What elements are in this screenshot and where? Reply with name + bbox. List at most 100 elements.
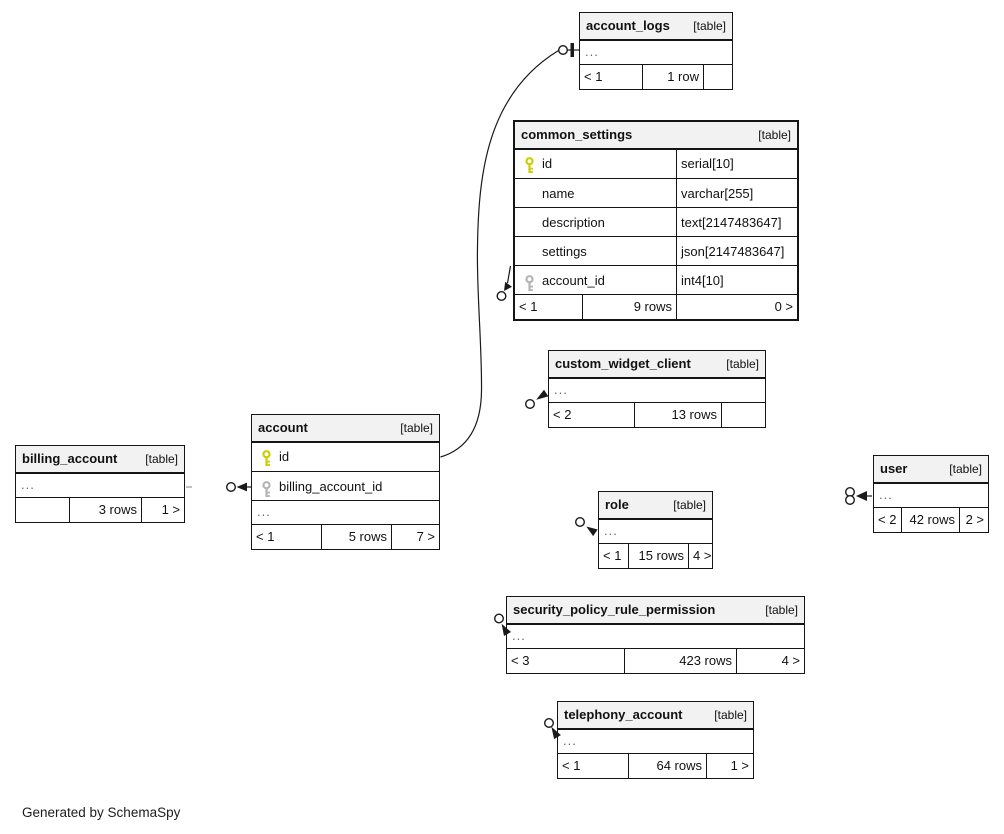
zero-circle-account-logs: [558, 45, 569, 56]
column-type: varchar[255]: [676, 179, 753, 207]
footer-row-count: 3 rows: [69, 498, 141, 522]
zero-circle-role: [575, 517, 586, 528]
table-telephony-account[interactable]: telephony_account [table] ... < 1 64 row…: [557, 701, 754, 779]
table-columns: ...: [549, 379, 765, 402]
table-footer: < 1 5 rows 7 >: [252, 524, 439, 549]
arrowhead-billing-account-to-account: [236, 482, 247, 492]
footer-parents-count: [721, 403, 765, 427]
column-name: name: [542, 186, 575, 201]
zero-circle-common-settings: [496, 291, 507, 302]
table-footer: < 1 9 rows 0 >: [515, 294, 797, 319]
table-header[interactable]: telephony_account [table]: [558, 702, 753, 730]
table-columns: ...: [16, 474, 184, 497]
table-header[interactable]: account_logs [table]: [580, 13, 732, 41]
connector-line-common-settings: [506, 265, 512, 284]
footer-row-count: 5 rows: [321, 525, 391, 549]
footer-children-count: [16, 498, 69, 522]
table-header[interactable]: billing_account [table]: [16, 446, 184, 474]
table-security-policy-rule-permission[interactable]: security_policy_rule_permission [table] …: [506, 596, 805, 674]
footer-row-count: 42 rows: [901, 508, 959, 532]
table-tag: [table]: [693, 19, 726, 33]
table-role[interactable]: role [table] ... < 1 15 rows 4 >: [598, 491, 713, 569]
table-name: common_settings: [521, 127, 633, 142]
ellipsis-row: ...: [512, 628, 526, 643]
table-columns: ...: [507, 625, 804, 648]
zero-circle-security-policy: [494, 613, 505, 624]
footer-children-count: < 2: [553, 407, 572, 422]
arrowhead-user: [856, 491, 867, 501]
footer-children-count: < 1: [562, 758, 581, 773]
footer-row-count: 1 row: [642, 65, 703, 89]
column-type: int4[10]: [676, 266, 724, 294]
ellipsis-row: ...: [252, 500, 439, 524]
footer-row-count: 13 rows: [634, 403, 721, 427]
table-tag: [table]: [758, 128, 791, 142]
table-custom-widget-client[interactable]: custom_widget_client [table] ... < 2 13 …: [548, 350, 766, 428]
footer-parents-count: 4 >: [736, 649, 804, 673]
ellipsis-row: ...: [585, 44, 599, 59]
column-row-name: name varchar[255]: [515, 178, 797, 207]
footer-children-count: < 1: [519, 299, 538, 314]
table-header[interactable]: user [table]: [874, 456, 988, 484]
table-tag: [table]: [673, 498, 706, 512]
table-header[interactable]: role [table]: [599, 492, 712, 520]
arrowhead-role: [586, 526, 598, 537]
ellipsis-row: ...: [563, 733, 577, 748]
footer-parents-count: 1 >: [141, 498, 184, 522]
arrowhead-custom-widget-client: [536, 389, 549, 400]
column-name: billing_account_id: [279, 479, 383, 494]
primary-key-icon: [261, 449, 272, 466]
table-tag: [table]: [949, 462, 982, 476]
table-header[interactable]: security_policy_rule_permission [table]: [507, 597, 804, 625]
table-header[interactable]: common_settings [table]: [515, 122, 797, 150]
footer-children-count: < 1: [256, 529, 275, 544]
footer-children-count: < 2: [878, 512, 897, 527]
table-columns: ...: [874, 484, 988, 507]
table-header[interactable]: account [table]: [252, 415, 439, 443]
table-name: role: [605, 497, 629, 512]
generated-by-note: Generated by SchemaSpy: [22, 805, 181, 820]
ellipsis-row: ...: [21, 477, 35, 492]
column-name: id: [542, 156, 553, 171]
table-tag: [table]: [765, 603, 798, 617]
ellipsis-row: ...: [604, 523, 618, 538]
table-footer: < 1 15 rows 4 >: [599, 543, 712, 568]
zero-circle-user-a: [845, 487, 856, 498]
table-footer: < 2 13 rows: [549, 402, 765, 427]
footer-row-count: 15 rows: [628, 544, 688, 568]
footer-row-count: 64 rows: [628, 754, 706, 778]
zero-circle-user-b: [845, 495, 856, 506]
table-tag: [table]: [145, 452, 178, 466]
table-header[interactable]: custom_widget_client [table]: [549, 351, 765, 379]
footer-children-count: < 3: [511, 653, 530, 668]
table-columns: ...: [580, 41, 732, 64]
footer-parents-count: 1 >: [706, 754, 753, 778]
table-user[interactable]: user [table] ... < 2 42 rows 2 >: [873, 455, 989, 533]
table-footer: < 1 64 rows 1 >: [558, 753, 753, 778]
column-name: id: [279, 449, 290, 464]
column-row-id: id: [252, 443, 439, 471]
ellipsis-row: ...: [879, 487, 893, 502]
table-footer: < 3 423 rows 4 >: [507, 648, 804, 673]
arrowhead-common-settings: [504, 281, 512, 291]
table-account-logs[interactable]: account_logs [table] ... < 1 1 row: [579, 12, 733, 90]
table-billing-account[interactable]: billing_account [table] ... 3 rows 1 >: [15, 445, 185, 523]
footer-parents-count: [703, 65, 732, 89]
column-row-billing_account_id: billing_account_id: [252, 471, 439, 500]
table-name: billing_account: [22, 451, 118, 466]
table-tag: [table]: [714, 708, 747, 722]
footer-children-count: < 1: [603, 548, 622, 563]
table-tag: [table]: [400, 421, 433, 435]
column-type: text[2147483647]: [676, 208, 781, 236]
table-name: security_policy_rule_permission: [513, 602, 716, 617]
footer-parents-count: 2 >: [959, 508, 988, 532]
ellipsis-row: ...: [554, 382, 568, 397]
table-name: account: [258, 420, 308, 435]
